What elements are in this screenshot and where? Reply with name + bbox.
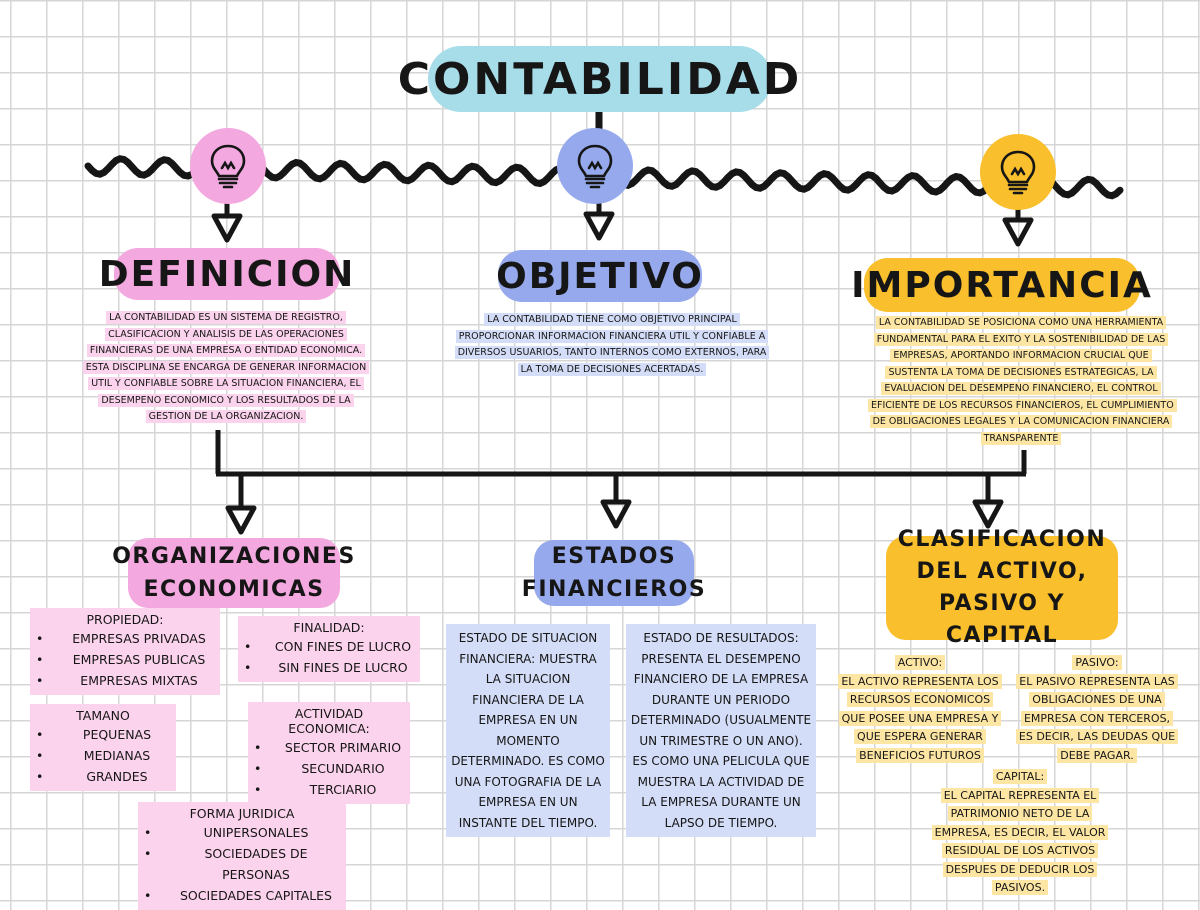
main-title: CONTABILIDAD (398, 46, 799, 112)
list-item: SECUNDARIO (254, 758, 404, 779)
actividad-box: ACTIVIDAD ECONOMICA: SECTOR PRIMARIO SEC… (248, 702, 410, 804)
list-item: SIN FINES DE LUCRO (244, 657, 414, 678)
definicion-heading: DEFINICION (99, 248, 353, 300)
list-item: SOCIEDADES CAPITALES (144, 885, 340, 906)
propiedad-title: PROPIEDAD: (86, 612, 164, 627)
forma-juridica-box: FORMA JURIDICA UNIPERSONALES SOCIEDADES … (138, 802, 346, 910)
tamano-box: TAMANO PEQUENAS MEDIANAS GRANDES (30, 704, 176, 791)
list-item: PEQUENAS (36, 724, 170, 745)
lightbulb-icon (557, 128, 633, 204)
capital-note: CAPITAL: EL CAPITAL REPRESENTA EL PATRIM… (922, 768, 1118, 898)
lightbulb-icon (980, 134, 1056, 210)
propiedad-box: PROPIEDAD: EMPRESAS PRIVADAS EMPRESAS PU… (30, 608, 220, 695)
clasificacion-heading: CLASIFICACION DEL ACTIVO, PASIVO Y CAPIT… (886, 527, 1118, 648)
forma-juridica-title: FORMA JURIDICA (189, 806, 295, 821)
arrow-down-icon (225, 474, 257, 535)
objetivo-heading: OBJETIVO (496, 250, 702, 302)
activo-note: ACTIVO: EL ACTIVO REPRESENTA LOS RECURSO… (838, 654, 1002, 765)
organizaciones-heading: ORGANIZACIONES ECONOMICAS (112, 538, 354, 608)
estados-heading: ESTADOS FINANCIEROS (522, 540, 705, 606)
list-item: MEDIANAS (36, 745, 170, 766)
lightbulb-icon (190, 128, 266, 204)
importancia-heading: IMPORTANCIA (851, 258, 1151, 312)
list-item: GRANDES (36, 766, 170, 787)
finalidad-title: FINALIDAD: (293, 620, 365, 635)
list-item: TERCIARIO (254, 779, 404, 800)
list-item: SOCIEDADES DE PERSONAS (144, 843, 340, 885)
list-item: UNIPERSONALES (144, 822, 340, 843)
list-item: EMPRESAS PRIVADAS (36, 628, 214, 649)
finalidad-box: FINALIDAD: CON FINES DE LUCRO SIN FINES … (238, 616, 420, 682)
importancia-text: LA CONTABILIDAD SE POSICIONA COMO UNA HE… (868, 315, 1177, 447)
tamano-title: TAMANO (76, 708, 130, 723)
arrow-down-icon (972, 474, 1004, 529)
actividad-title: ACTIVIDAD ECONOMICA: (288, 706, 370, 736)
estado-resultados-card: ESTADO DE RESULTADOS: PRESENTA EL DESEMP… (626, 624, 816, 837)
list-item: EMPRESAS PUBLICAS (36, 649, 214, 670)
arrow-down-icon (600, 474, 632, 529)
list-item: CON FINES DE LUCRO (244, 636, 414, 657)
list-item: SECTOR PRIMARIO (254, 737, 404, 758)
estado-situacion-card: ESTADO DE SITUACION FINANCIERA: MUESTRA … (446, 624, 610, 837)
objetivo-text: LA CONTABILIDAD TIENE COMO OBJETIVO PRIN… (452, 312, 772, 378)
pasivo-note: PASIVO: EL PASIVO REPRESENTA LAS OBLIGAC… (1014, 654, 1180, 765)
list-item: EMPRESAS MIXTAS (36, 670, 214, 691)
definicion-text: LA CONTABILIDAD ES UN SISTEMA DE REGISTR… (78, 310, 374, 426)
